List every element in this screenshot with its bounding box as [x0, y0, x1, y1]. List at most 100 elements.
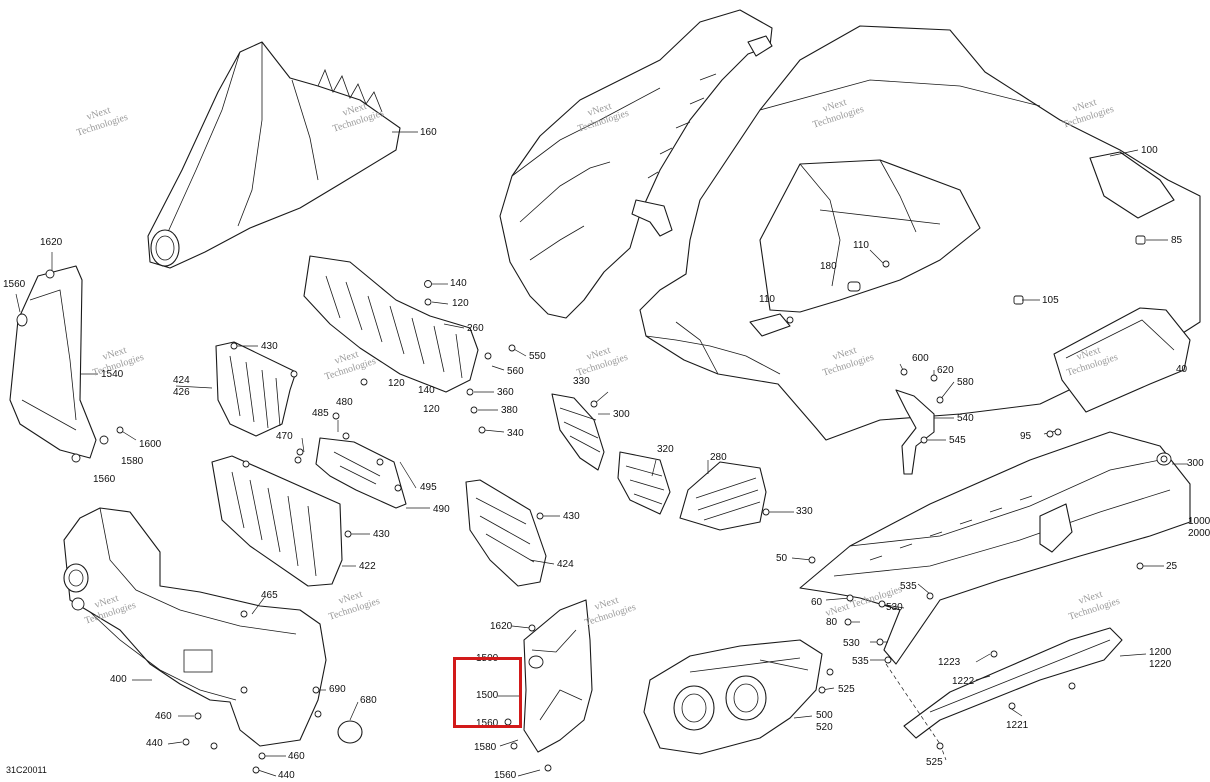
callout-label: 430 [261, 341, 278, 352]
callout-label: 620 [937, 365, 954, 376]
callout-label: 440 [146, 738, 163, 749]
callout-label: 520 [816, 722, 833, 733]
side-panel-part-1540 [9, 265, 97, 459]
front-hood-part-160 [147, 41, 401, 269]
callout-label: 1222 [952, 676, 975, 687]
callout-label: 525 [926, 757, 943, 768]
callout-label: 80 [826, 617, 838, 628]
bracket-part-490 [315, 437, 407, 509]
callout-label: 1220 [1149, 659, 1172, 670]
callout-label: 430 [563, 511, 580, 522]
callout-label: 380 [501, 405, 518, 416]
callout-label: 1540 [101, 369, 124, 380]
callout-label: 1560 [476, 718, 499, 729]
callout-label: 560 [507, 366, 524, 377]
callout-label: 2000 [1188, 528, 1210, 539]
callout-label: 600 [912, 353, 929, 364]
callout-label: 340 [507, 428, 524, 439]
grille-frame-part-260 [303, 255, 479, 393]
callout-label: 120 [388, 378, 405, 389]
callout-label: 470 [276, 431, 293, 442]
callout-label: 1620 [490, 621, 513, 632]
callout-label: 426 [173, 387, 190, 398]
callout-label: 50 [776, 553, 788, 564]
callout-label: 1560 [3, 279, 26, 290]
callout-label: 460 [288, 751, 305, 762]
bracket-part-540 [895, 389, 935, 475]
side-panel-part-1500 [523, 599, 593, 753]
callout-label: 1600 [139, 439, 162, 450]
callout-label: 260 [467, 323, 484, 334]
callout-label: 500 [816, 710, 833, 721]
callout-label: 580 [957, 377, 974, 388]
callout-label: 530 [843, 638, 860, 649]
callout-label: 535 [852, 656, 869, 667]
callout-label: 25 [1166, 561, 1178, 572]
callout-label: 60 [811, 597, 823, 608]
rear-cover-part-40 [1053, 307, 1191, 413]
callout-label: 430 [373, 529, 390, 540]
mesh-grille-part-300 [551, 393, 605, 471]
callout-label: 540 [957, 413, 974, 424]
lower-rail-part-1200-1220 [903, 627, 1123, 739]
callout-label: 535 [900, 581, 917, 592]
mesh-grille-part-320 [617, 451, 671, 515]
callout-label: 525 [838, 684, 855, 695]
callout-label: 485 [312, 408, 329, 419]
callout-label: 1223 [938, 657, 961, 668]
callout-label: 280 [710, 452, 727, 463]
callout-label: 424 [173, 375, 190, 386]
headlight-part-500-520 [643, 639, 823, 755]
callout-label: 95 [1020, 431, 1032, 442]
callout-label: 690 [329, 684, 346, 695]
cap-part-680 [337, 720, 363, 744]
callout-label: 550 [529, 351, 546, 362]
upper-fender-part [499, 9, 773, 319]
callout-label: 1560 [494, 770, 517, 781]
callout-label: 1500 [476, 690, 499, 701]
callout-label: 40 [1176, 364, 1188, 375]
callout-label: 1000 [1188, 516, 1210, 527]
callout-label: 424 [557, 559, 574, 570]
callout-label: 1200 [1149, 647, 1172, 658]
callout-label: 105 [1042, 295, 1059, 306]
callout-label: 160 [420, 127, 437, 138]
callout-label: 400 [110, 674, 127, 685]
lower-grille-part-424 [465, 479, 547, 587]
callout-label: 1221 [1006, 720, 1029, 731]
callout-label: 330 [573, 376, 590, 387]
lower-frame-part-400 [63, 507, 327, 747]
mesh-grille-part-280 [679, 461, 767, 531]
callout-label: 490 [433, 504, 450, 515]
grille-part-424-426 [215, 341, 297, 437]
callout-label: 300 [613, 409, 630, 420]
callout-label: 330 [796, 506, 813, 517]
callout-label: 120 [452, 298, 469, 309]
diagram-code: 31C20011 [6, 765, 47, 775]
callout-label: 1580 [474, 742, 497, 753]
callout-label: 110 [853, 240, 869, 251]
callout-label: 495 [420, 482, 437, 493]
callout-label: 545 [949, 435, 966, 446]
side-rail-part-1000-2000 [799, 431, 1191, 665]
grille-part-422 [211, 455, 343, 587]
callout-label: 1580 [121, 456, 144, 467]
callout-label: 465 [261, 590, 278, 601]
callout-label: 320 [657, 444, 674, 455]
callout-label: 140 [418, 385, 435, 396]
highlight-box-part-1500 [453, 657, 522, 728]
callout-label: 680 [360, 695, 377, 706]
callout-label: 180 [820, 261, 837, 272]
main-body-part-100 [639, 25, 1201, 441]
callout-label: 1560 [93, 474, 116, 485]
callout-label: 422 [359, 561, 376, 572]
callout-label: 1620 [40, 237, 63, 248]
callout-label: 100 [1141, 145, 1158, 156]
callout-label: 480 [336, 397, 353, 408]
callout-label: 530 [886, 602, 903, 613]
callout-label: 460 [155, 711, 172, 722]
callout-label: 120 [423, 404, 440, 415]
callout-label: 110 [759, 294, 775, 305]
